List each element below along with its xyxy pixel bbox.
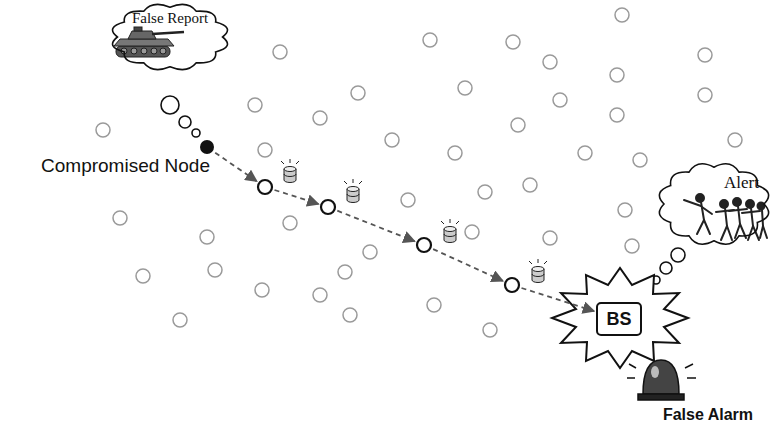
alarm-bell <box>627 360 696 400</box>
node-text: Alert <box>724 173 759 193</box>
compromised-node: Compromised Node <box>200 140 214 154</box>
report-path <box>215 153 594 311</box>
alarm-label: False Alarm <box>663 406 753 424</box>
cloud-path <box>659 164 768 244</box>
base-station-box: BS <box>596 302 642 336</box>
dashed-arrow <box>275 190 319 204</box>
dashed-arrow <box>337 211 414 242</box>
dashed-arrow <box>215 153 257 182</box>
thought-cloud: Alert <box>655 160 773 248</box>
relay-nodes <box>258 180 519 292</box>
dashed-arrow <box>433 249 503 281</box>
node-text: Compromised Node <box>41 155 210 177</box>
dashed-arrow <box>522 288 595 311</box>
alarm-burst <box>552 268 688 368</box>
thought-bubbles <box>161 96 685 284</box>
node-text: BS <box>606 309 631 330</box>
cloud-path <box>113 4 228 69</box>
database-icons <box>281 159 547 283</box>
node-text: False Report <box>132 10 208 27</box>
thought-cloud: False Report <box>108 1 232 73</box>
